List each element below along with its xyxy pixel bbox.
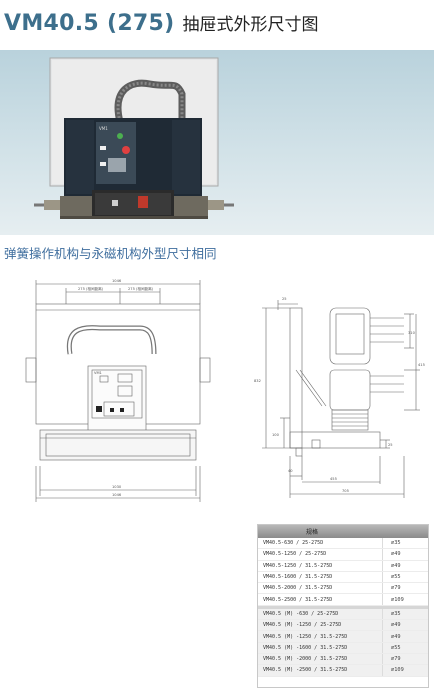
spec-model: VM40.5 (M) -630 / 25-275D [263,610,339,617]
spec-diameter: ∅35 [382,538,428,549]
spec-model: VM40.5-1600 / 31.5-275D [263,574,333,581]
product-photo: VM1 [0,50,434,235]
spec-model: VM40.5 (M) -2500 / 31.5-275D [263,667,348,674]
table-row: VM40.5-1250 / 31.5-275D ∅49 [258,560,428,572]
dim-side-height-step: 100 [272,433,280,437]
spec-diameter: ∅79 [382,583,428,594]
side-view [262,300,420,498]
dim-side-right-lower: 415 [418,363,425,367]
spec-model: VM40.5-1250 / 25-275D [263,551,327,558]
dim-front-bottom-2: 1046 [112,493,122,497]
page-title: VM40.5 (275) 抽屉式外形尺寸图 [4,10,319,40]
spec-diameter: ∅55 [382,642,428,653]
spec-model: VM40.5 (M) -2000 / 31.5-275D [263,656,348,663]
dim-side-right-upper: 310 [408,331,416,335]
spec-diameter: ∅109 [382,594,428,605]
dim-side-right-small: 25 [388,443,393,447]
table-row: VM40.5 (M) -630 / 25-275D ∅35 [258,608,428,621]
table-row: VM40.5 (M) -1250 / 31.5-275D ∅49 [258,631,428,643]
dim-front-inner-left: 275 (相间距离) [78,286,104,291]
dim-front-top: 1046 [112,279,122,283]
spec-model: VM40.5-2000 / 31.5-275D [263,585,333,592]
dim-front-inner-right: 275 (相间距离) [128,286,154,291]
spec-divider [258,605,428,609]
dim-side-top: 25 [282,297,287,301]
table-row: VM40.5 (M) -1600 / 31.5-275D ∅55 [258,642,428,654]
title-cn: 抽屉式外形尺寸图 [182,15,319,35]
spec-diameter: ∅55 [382,571,428,583]
table-row: VM40.5-1600 / 31.5-275D ∅55 [258,571,428,584]
spec-model: VM40.5 (M) -1250 / 25-275D [263,622,342,629]
table-row: VM40.5 (M) -2500 / 31.5-275D ∅109 [258,665,428,677]
dim-front-bottom-1: 1030 [112,485,122,489]
spec-diameter: ∅109 [382,665,428,676]
spec-table-header-label: 规格 [306,529,319,536]
spec-diameter: ∅79 [382,653,428,665]
table-row: VM40.5-1250 / 25-275D ∅49 [258,549,428,561]
table-row: VM40.5-630 / 25-275D ∅35 [258,538,428,550]
spec-model: VM40.5 (M) -1250 / 31.5-275D [263,633,348,640]
model-name: VM40.5 (275) [4,11,175,36]
dimension-drawing-svg: VM1 1046 275 (相间距离) 275 (相间距离) 1030 1046 [25,279,425,502]
dim-side-bottom-small-2: 455 [330,477,337,481]
table-row: VM40.5 (M) -1250 / 25-275D ∅49 [258,620,428,632]
table-row: VM40.5-2000 / 31.5-275D ∅79 [258,583,428,595]
spec-diameter: ∅49 [382,560,428,571]
panel-brand: VM1 [99,126,108,131]
spec-model: VM40.5-630 / 25-275D [263,540,324,547]
spec-model: VM40.5-1250 / 31.5-275D [263,562,333,569]
breaker-photo-illustration: VM1 [34,57,234,219]
spec-model: VM40.5 (M) -1600 / 31.5-275D [263,644,348,651]
front-panel-brand: VM1 [94,371,102,375]
spec-diameter: ∅35 [382,608,428,620]
spec-diameter: ∅49 [382,631,428,642]
subtitle: 弹簧操作机构与永磁机构外型尺寸相同 [4,246,217,261]
front-panel-dark [96,406,124,412]
dim-side-bottom-overall: 705 [342,489,349,493]
table-row: VM40.5-2500 / 31.5-275D ∅109 [258,594,428,606]
front-view [25,280,211,502]
spec-table-header: 规格 [258,525,428,538]
dim-side-bottom-small-1: 40 [288,469,293,473]
table-row: VM40.5 (M) -2000 / 31.5-275D ∅79 [258,653,428,666]
dimension-drawing: VM1 1046 275 (相间距离) 275 (相间距离) 1030 1046 [0,270,434,520]
dim-side-left-overall: 832 [254,379,261,383]
spec-diameter: ∅49 [382,549,428,560]
spec-diameter: ∅49 [382,620,428,631]
spec-model: VM40.5-2500 / 31.5-275D [263,596,333,603]
